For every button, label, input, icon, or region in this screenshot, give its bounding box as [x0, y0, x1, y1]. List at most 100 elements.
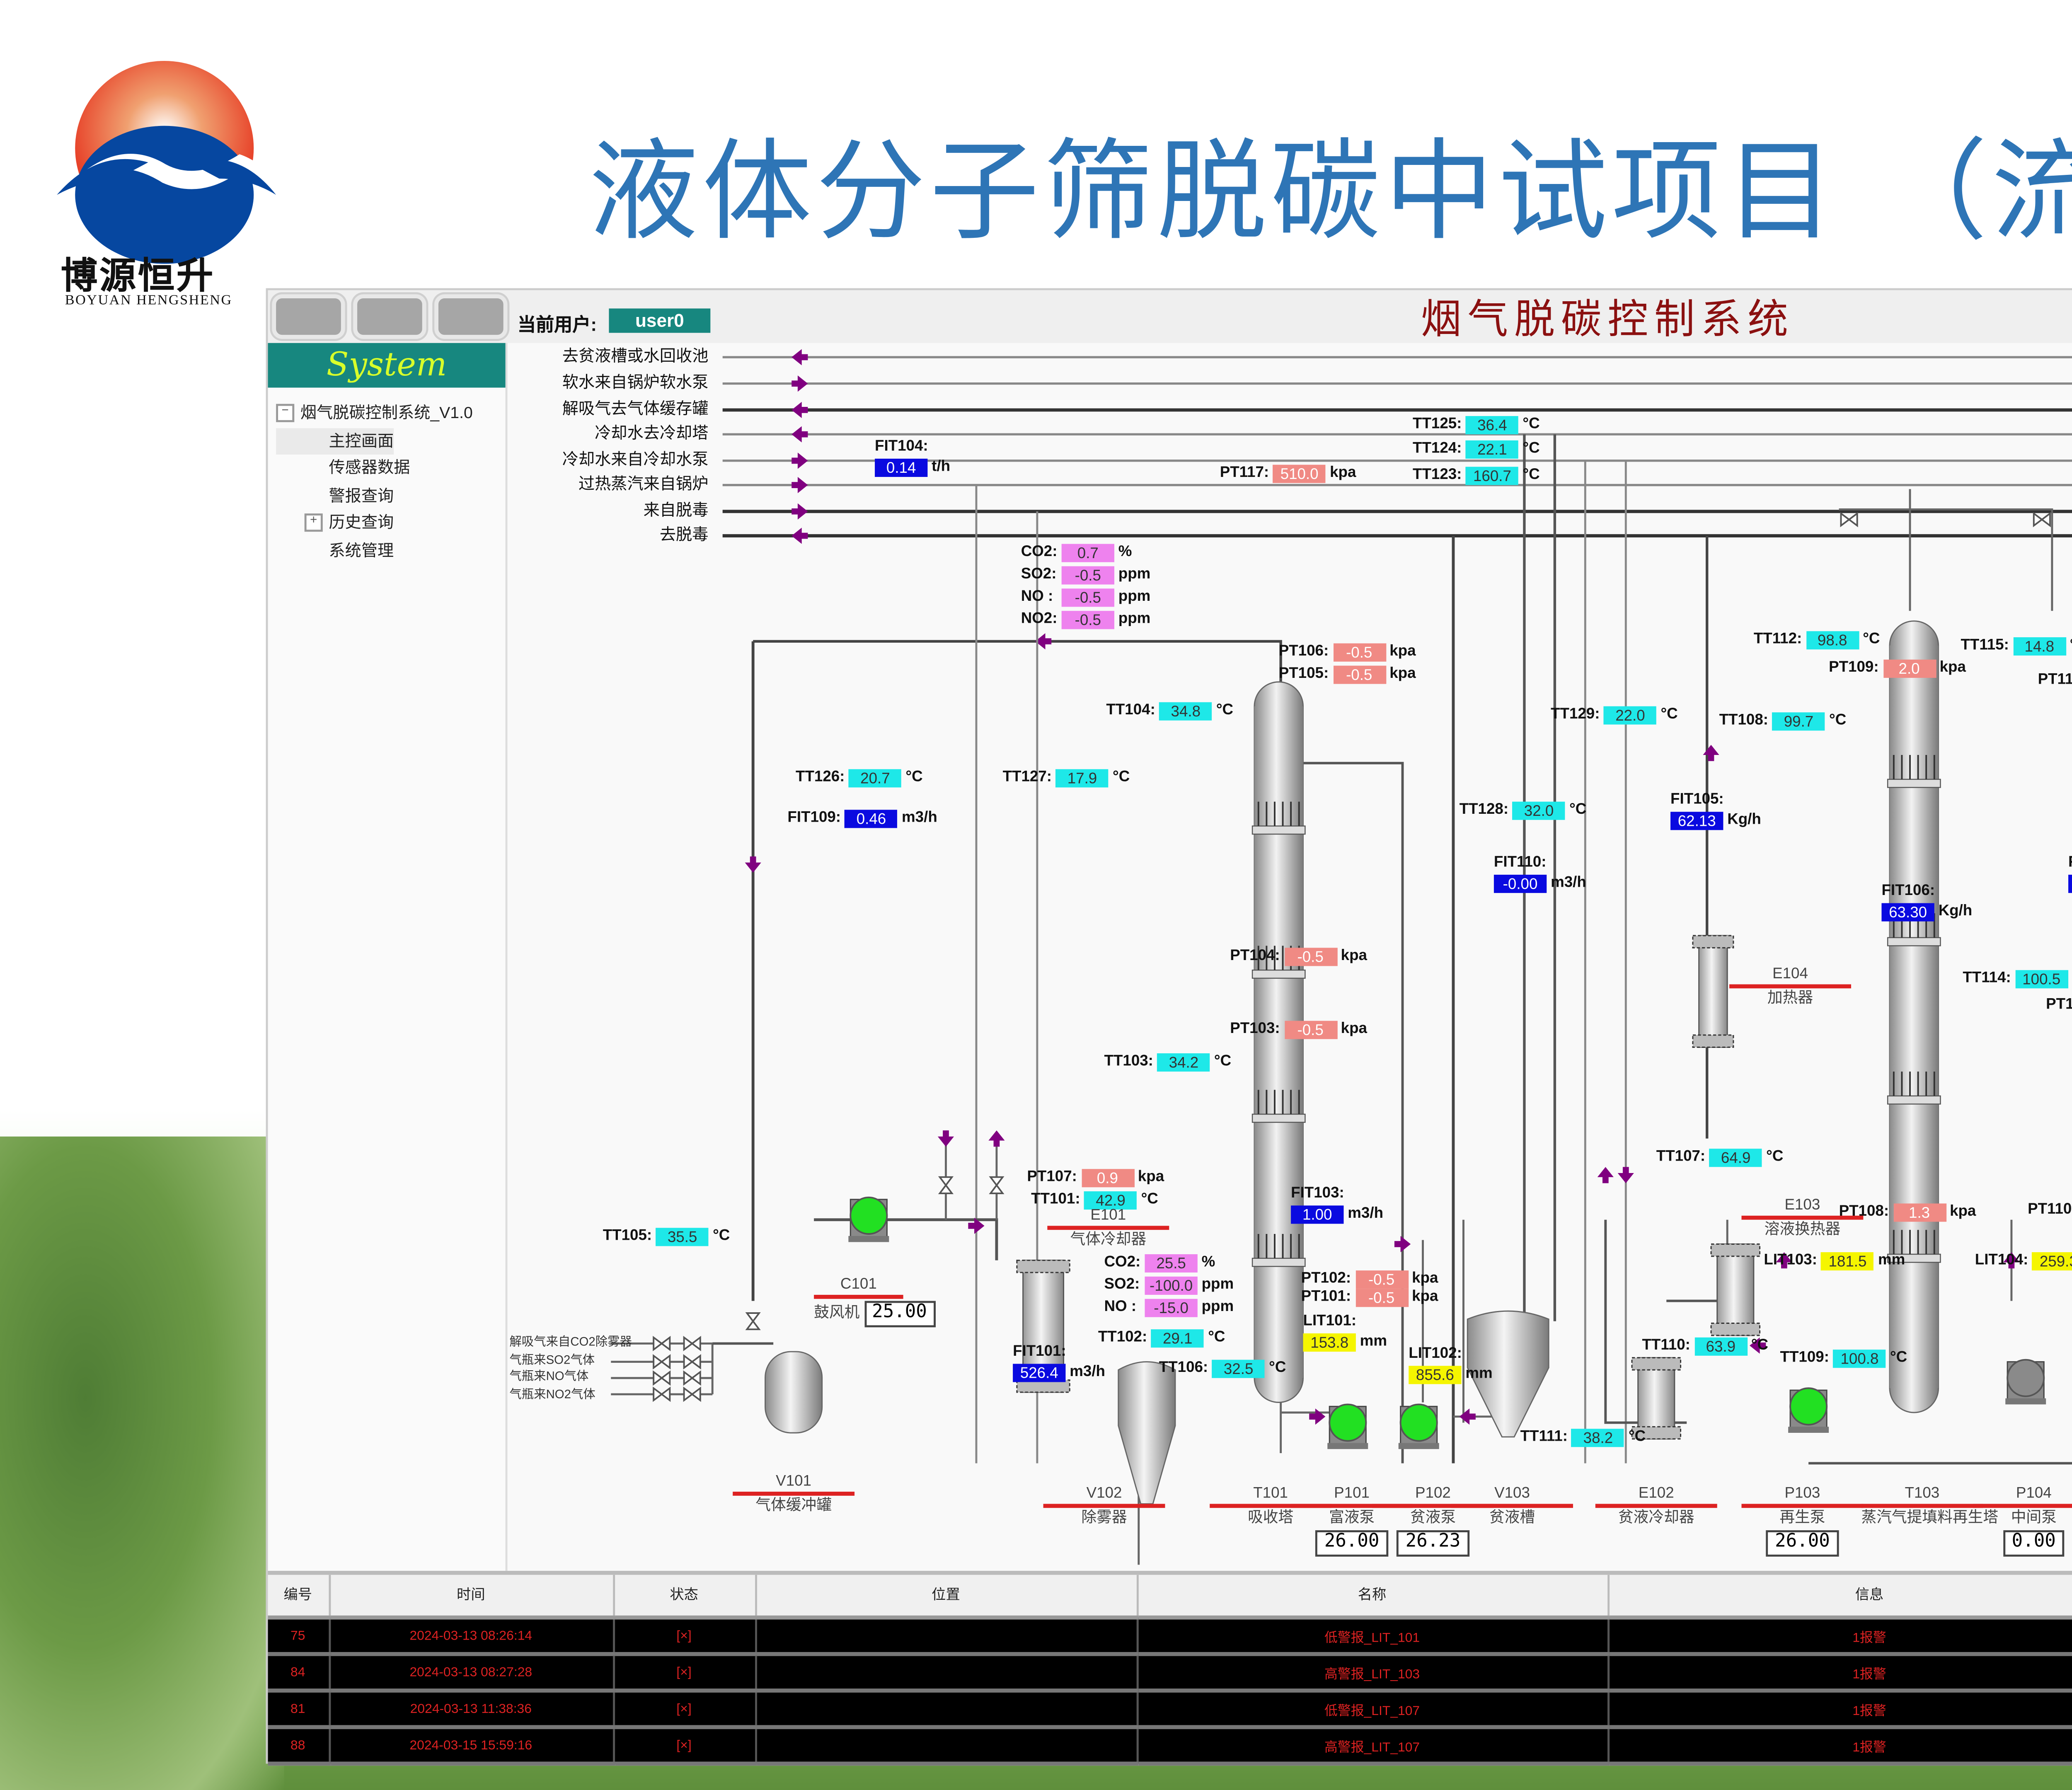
gas-value[interactable]: -0.5	[1061, 565, 1115, 584]
alarm-column-header[interactable]: 时间	[329, 1575, 614, 1620]
blower-c101[interactable]	[848, 1196, 889, 1242]
instrument-value[interactable]: 100.5	[2015, 969, 2068, 987]
collapse-icon[interactable]: −	[276, 404, 295, 423]
instrument-value[interactable]: -0.5	[1355, 1287, 1408, 1306]
pump-p104[interactable]	[2005, 1359, 2046, 1405]
instrument-value[interactable]: 62.13	[1670, 810, 1723, 829]
valve-icon[interactable]	[938, 1176, 954, 1194]
nav-button-1[interactable]	[272, 294, 345, 339]
instrument-value[interactable]: 0.9	[1081, 1168, 1134, 1186]
valve-icon[interactable]	[745, 1312, 761, 1330]
valve-icon[interactable]	[683, 1386, 701, 1402]
valve-icon[interactable]	[683, 1370, 701, 1386]
instrument-value[interactable]: 98.8	[1806, 630, 1859, 648]
instrument-value[interactable]: 42.9	[1084, 1190, 1137, 1209]
valve-icon[interactable]	[2033, 512, 2051, 527]
gas-value[interactable]: 0.7	[1061, 543, 1115, 561]
gas-value[interactable]: 25.5	[1145, 1253, 1198, 1272]
instrument-value[interactable]: 20.7	[849, 768, 902, 787]
alarm-column-header[interactable]: 信息	[1607, 1575, 2072, 1620]
instrument-value[interactable]: 63.30	[1881, 902, 1934, 921]
valve-icon[interactable]	[1840, 512, 1858, 527]
expand-icon[interactable]: +	[304, 514, 323, 533]
equipment-speed-display[interactable]: 0.00	[2004, 1530, 2064, 1557]
tree-item-sensor-data[interactable]: 传感器数据	[329, 458, 410, 477]
instrument-value[interactable]: 526.4	[1013, 1363, 1066, 1381]
alarm-column-header[interactable]: 状态	[613, 1575, 756, 1620]
tree-item-alarm-query[interactable]: 警报查询	[329, 486, 394, 505]
demister-v102[interactable]	[1118, 1361, 1176, 1505]
instrument-value[interactable]: 160.7	[1466, 466, 1519, 484]
instrument-value[interactable]: 2.0	[1883, 658, 1936, 677]
valve-icon[interactable]	[653, 1335, 671, 1352]
alarm-column-header[interactable]: 位置	[755, 1575, 1138, 1620]
instrument-value[interactable]: 38.2	[1571, 1427, 1625, 1446]
alarm-column-header[interactable]: 名称	[1136, 1575, 1609, 1620]
gas-value[interactable]: -0.5	[1061, 588, 1115, 606]
lean-cooler-e102[interactable]	[1631, 1357, 1682, 1440]
gas-value[interactable]: -0.5	[1061, 610, 1115, 629]
current-user-badge[interactable]: user0	[609, 308, 711, 333]
equipment-speed-display[interactable]: 26.00	[1316, 1530, 1388, 1557]
instrument-value[interactable]: 99.7	[1772, 711, 1825, 730]
instrument-value[interactable]: -0.5	[1284, 1020, 1337, 1038]
instrument-value[interactable]: -0.33	[2068, 873, 2072, 892]
instrument-value[interactable]: 22.1	[1466, 439, 1519, 458]
instrument-value[interactable]: 259.3	[2032, 1251, 2072, 1270]
heater-e104[interactable]	[1692, 935, 1734, 1048]
instrument-value[interactable]: -0.5	[1355, 1269, 1408, 1288]
blower-speed-display[interactable]: 25.00	[864, 1301, 935, 1328]
valve-icon[interactable]	[653, 1386, 671, 1402]
instrument-value[interactable]: 100.8	[1833, 1348, 1886, 1367]
tree-item-main-screen[interactable]: 主控画面	[276, 427, 394, 455]
tree-root[interactable]: −烟气脱碳控制系统_V1.0	[276, 400, 473, 427]
tree-item-history-query[interactable]: +历史查询	[276, 509, 473, 537]
valve-icon[interactable]	[683, 1335, 701, 1352]
instrument-value[interactable]: 1.00	[1291, 1205, 1344, 1223]
valve-icon[interactable]	[989, 1176, 1005, 1194]
instrument-value[interactable]: 1.3	[1893, 1202, 1946, 1221]
instrument-value[interactable]: 0.14	[875, 457, 928, 476]
alarm-column-header[interactable]: 编号	[268, 1575, 330, 1620]
instrument-value[interactable]: 855.6	[1409, 1364, 1462, 1384]
instrument-value[interactable]: 17.9	[1055, 768, 1109, 787]
instrument-value[interactable]: 35.5	[656, 1226, 709, 1245]
nav-button-2[interactable]	[353, 294, 426, 339]
nav-button-3[interactable]	[434, 294, 508, 339]
instrument-value[interactable]: 14.8	[2013, 636, 2066, 655]
absorber-column-t101[interactable]	[1251, 681, 1306, 1403]
valve-icon[interactable]	[683, 1354, 701, 1370]
equipment-speed-display[interactable]: 26.23	[1397, 1530, 1469, 1557]
instrument-value[interactable]: 32.0	[1512, 801, 1566, 819]
buffer-tank-v101[interactable]	[765, 1351, 823, 1434]
equipment-speed-display[interactable]: 26.00	[1767, 1530, 1838, 1557]
instrument-value[interactable]: 64.9	[1709, 1147, 1762, 1166]
pump-p103[interactable]	[1788, 1387, 1829, 1433]
valve-icon[interactable]	[653, 1354, 671, 1370]
lean-tank-v103[interactable]	[1467, 1310, 1549, 1438]
gas-value[interactable]: -15.0	[1145, 1298, 1198, 1316]
instrument-value[interactable]: -0.5	[1284, 946, 1337, 965]
instrument-value[interactable]: 22.0	[1604, 705, 1657, 724]
instrument-value[interactable]: -0.00	[1493, 873, 1547, 892]
instrument-value[interactable]: 153.8	[1303, 1332, 1356, 1351]
instrument-value[interactable]: 36.4	[1466, 415, 1519, 433]
pump-p102[interactable]	[1398, 1403, 1439, 1449]
instrument-value[interactable]: 32.5	[1212, 1359, 1265, 1377]
instrument-value[interactable]: 29.1	[1151, 1328, 1204, 1347]
instrument-value[interactable]: 34.8	[1159, 701, 1213, 720]
instrument-value[interactable]: 510.0	[1273, 464, 1326, 482]
gas-value[interactable]: -100.0	[1145, 1275, 1198, 1294]
tree-item-system-management[interactable]: 系统管理	[329, 541, 394, 559]
instrument-value[interactable]: 0.46	[845, 808, 898, 827]
instrument-value[interactable]: -0.5	[1333, 665, 1386, 683]
valve-icon[interactable]	[653, 1370, 671, 1386]
pump-p101[interactable]	[1327, 1403, 1368, 1449]
instrument-value[interactable]: -0.5	[1333, 642, 1386, 661]
stripper-column-t103[interactable]	[1887, 620, 1941, 1413]
instrument-value[interactable]: 63.9	[1694, 1336, 1748, 1355]
